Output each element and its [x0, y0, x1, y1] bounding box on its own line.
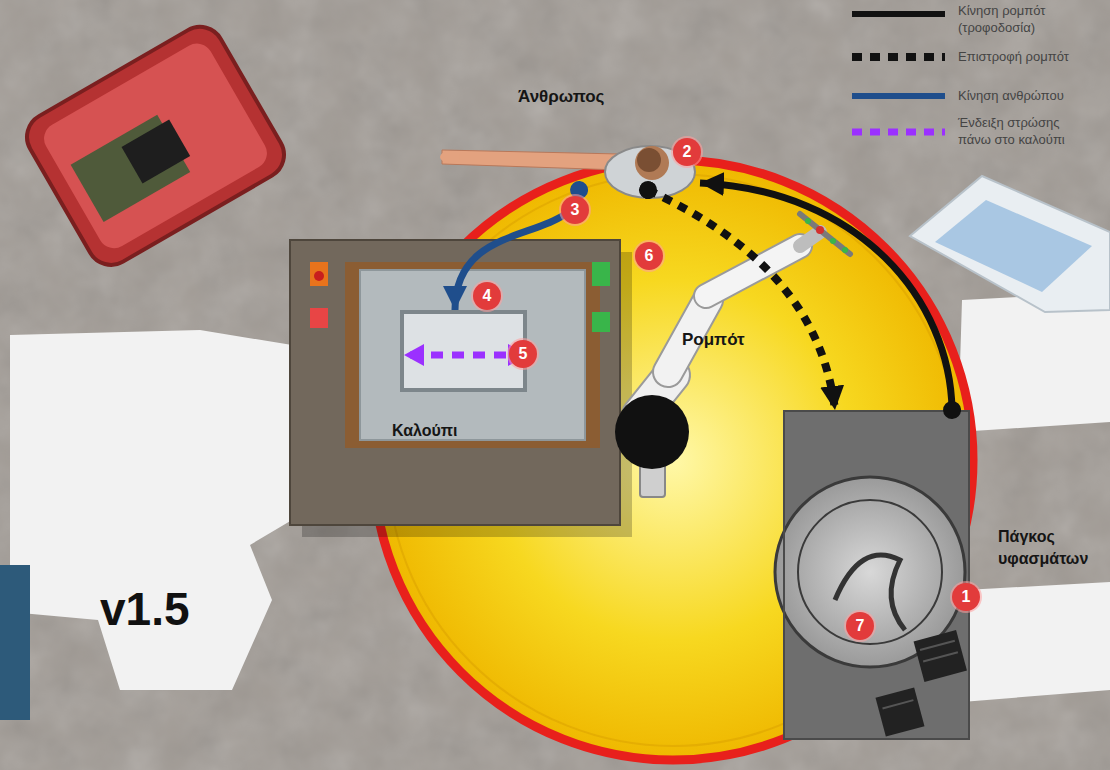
fabric-stripe	[882, 700, 913, 708]
callout-number: 1	[952, 583, 980, 611]
fabric-piece	[876, 688, 925, 737]
light-patch	[10, 330, 292, 690]
fabric-bench: Πάγκος υφασμάτων	[783, 410, 970, 740]
control-icon	[592, 262, 610, 286]
black-part	[122, 120, 191, 184]
version-label: v1.5	[100, 582, 190, 636]
red-bin	[18, 18, 293, 273]
arm-outline	[706, 246, 800, 296]
callout-number: 2	[673, 138, 701, 166]
gripper-bar	[800, 214, 850, 254]
metal-plate	[360, 270, 585, 440]
control-icon	[310, 262, 328, 286]
gripper-pin	[830, 238, 836, 244]
connector	[648, 190, 835, 410]
wood-frame	[345, 262, 600, 448]
fabric-stack	[914, 630, 967, 682]
node-label: Πάγκος υφασμάτων	[998, 526, 1106, 569]
arm-link	[706, 246, 800, 296]
robot-arm: Ρομπότ	[612, 205, 860, 470]
person-hair	[637, 148, 661, 172]
side-box	[910, 176, 1110, 312]
bin-inner	[38, 38, 273, 254]
callout-number: 5	[509, 340, 537, 368]
fabric-stack	[876, 688, 925, 737]
node-label: Άνθρωπος	[518, 86, 648, 109]
robot-arm	[640, 214, 850, 415]
robot-wrist	[800, 232, 820, 246]
callout-number: 7	[846, 612, 874, 640]
side-box-inner	[935, 200, 1092, 292]
logo-figure	[835, 555, 905, 630]
info-icon	[592, 312, 610, 332]
mold-cavity: Καλούπι	[400, 310, 527, 392]
person-hand	[440, 151, 460, 163]
logo-ring	[798, 500, 942, 644]
fabric-piece	[914, 630, 967, 682]
arrow-head	[404, 344, 424, 366]
legend-sample-dotted	[852, 53, 945, 61]
blue-panel	[0, 565, 30, 720]
mold-table	[290, 240, 620, 525]
stop-button	[314, 271, 324, 281]
warning-icon	[310, 308, 328, 328]
fabric-piece	[71, 115, 191, 222]
legend-text: Κίνηση ρομπότ (τροφοδοσία)	[958, 2, 1088, 36]
person-shirt	[605, 146, 695, 198]
node-label: Ρομπότ	[682, 329, 782, 352]
gripper-pin	[805, 218, 811, 224]
fabric-stripe	[920, 641, 955, 650]
legend-text: Ένδειξη στρώσης πάνω στο καλούπι	[958, 114, 1088, 148]
node-label: Καλούπι	[392, 420, 502, 442]
legend-text: Κίνηση ανθρώπου	[958, 87, 1088, 104]
legend-sample-purple	[852, 129, 945, 136]
connector	[700, 183, 952, 410]
layering-indicator	[410, 352, 522, 359]
callout-number: 4	[473, 282, 501, 310]
legend-sample-solid	[852, 11, 945, 17]
cavity-fill	[400, 310, 527, 392]
gripper-pin	[842, 247, 848, 253]
callout-number: 3	[561, 196, 589, 224]
fabric-stripe	[923, 652, 958, 661]
gripper-pin	[816, 226, 824, 234]
robot-base	[615, 395, 689, 469]
person-head	[635, 146, 669, 180]
person-arm	[442, 150, 620, 170]
callout-number: 6	[635, 242, 663, 270]
bin-outer	[18, 18, 293, 273]
light-patch	[958, 292, 1110, 432]
person-figure: Άνθρωπος	[440, 82, 700, 190]
legend-sample-blue	[852, 93, 945, 99]
connector	[455, 190, 579, 310]
legend-text: Επιστροφή ρομπότ	[958, 48, 1088, 65]
